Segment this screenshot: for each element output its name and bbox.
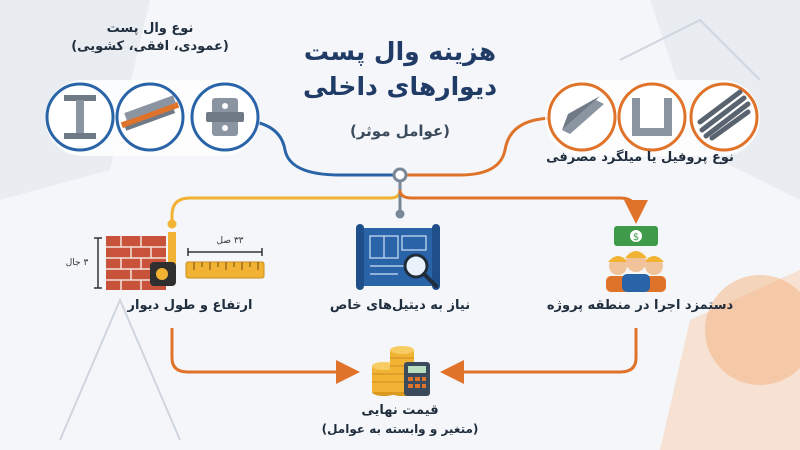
label-special-details: نیاز به دیتیل‌های خاص (329, 298, 471, 313)
label-wall-post-type-line1: نوع وال پست (106, 21, 194, 36)
page-subtitle: (عوامل موثر) (349, 122, 451, 140)
workers-icon: $ (606, 226, 666, 292)
page-title: هزینه وال پست دیوارهای داخلی (250, 34, 550, 104)
blueprint-icon (356, 224, 440, 290)
bracket-icon (206, 98, 244, 136)
svg-text:$: $ (633, 232, 639, 243)
wall-post-icons (45, 80, 260, 156)
title-line-2: دیوارهای داخلی (302, 72, 498, 101)
final-price-note: (متغیر و وابسته به عوامل) (321, 422, 479, 436)
rebar-icon (697, 89, 751, 141)
hub-node (392, 167, 408, 183)
height-measure-label: ۳ جال (65, 258, 89, 268)
ruler-icon (185, 261, 265, 279)
channel-icon (120, 95, 180, 131)
label-profile-type: نوع پروفیل یا میلگرد مصرفی (546, 150, 734, 165)
label-final-price: قیمت نهایی (متغیر و وابسته به عوامل) (300, 402, 500, 438)
brick-wall-icon (106, 236, 166, 290)
label-height-length: ارتفاع و طول دیوار (127, 298, 253, 313)
connector-height-to-price (170, 328, 360, 384)
tape-measure-icon (150, 232, 176, 286)
calculator-icon (404, 362, 430, 396)
connector-height (170, 175, 402, 222)
final-price-title: قیمت نهایی (361, 403, 439, 418)
profile-icons (545, 80, 760, 156)
angle-icon (562, 96, 604, 134)
label-wall-post-type-line2: (عمودی، افقی، کشویی) (71, 39, 229, 54)
connectors (167, 116, 648, 384)
label-labor-cost: دستمزد اجرا در منطقه پروژه (546, 298, 734, 313)
connector-labor (398, 189, 648, 224)
title-line-1: هزینه وال پست (303, 37, 497, 66)
connector-profile (400, 116, 556, 177)
final-price-icons (372, 346, 430, 396)
length-measure-label: ۳۳ صل (216, 236, 244, 246)
u-channel-icon (632, 98, 672, 136)
i-beam-icon (64, 95, 96, 139)
connector-labor-to-price (440, 328, 638, 384)
label-wall-post-type: نوع وال پست (عمودی، افقی، کشویی) (60, 20, 240, 56)
height-length-icons (94, 232, 265, 290)
